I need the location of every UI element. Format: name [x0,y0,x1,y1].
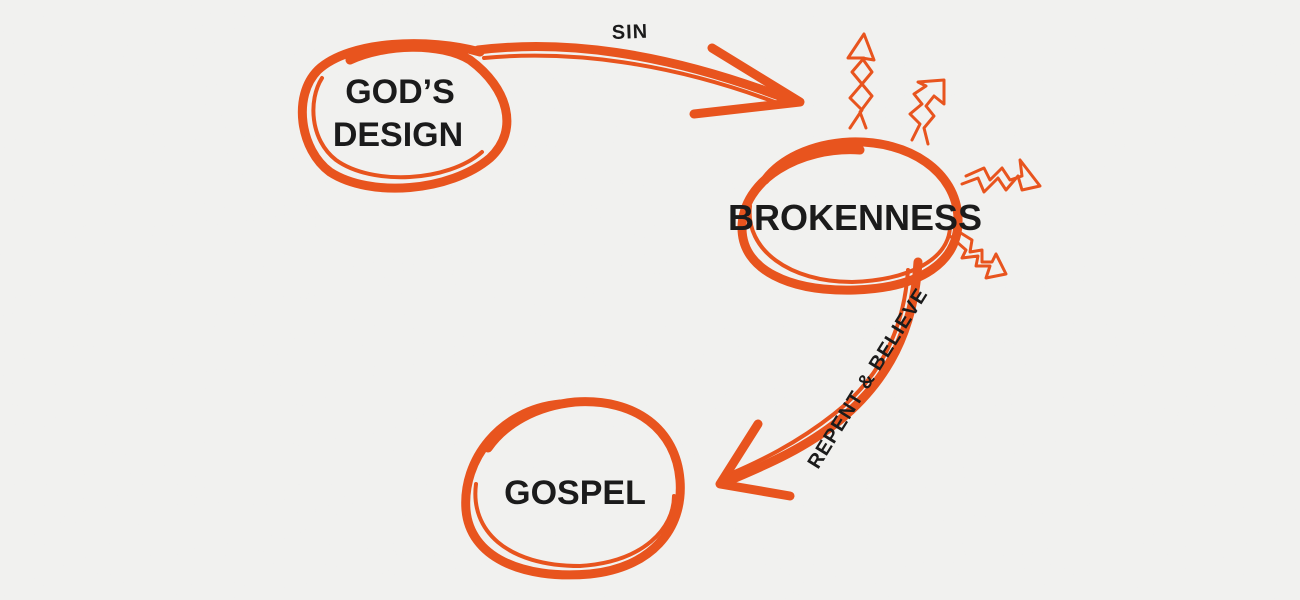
sin-arrow-shaft [473,42,795,105]
repent-arrow-head [715,419,795,501]
brokenness-ellipse-inner [747,204,952,284]
burst-arrow-4-icon [948,228,1008,280]
sin-arrow-head [689,43,805,119]
gospel-label: GOSPEL [504,474,646,512]
brokenness-label: BROKENNESS [728,197,982,238]
sin-label: SIN [611,21,648,44]
gods-design-label-line2: DESIGN [333,116,463,154]
burst-arrow-2-icon [908,78,946,146]
node-gods-design: GOD’S DESIGN [297,39,512,193]
node-gospel: GOSPEL [461,397,685,580]
gods-design-label-line1: GOD’S [345,73,455,111]
gospel-ellipse [461,397,685,580]
repent-arrow-shaft-2 [728,268,910,476]
burst-arrow-3-icon [960,158,1042,194]
sin-arrow-shaft-2 [482,53,782,106]
gods-design-ellipse-inner [311,76,484,180]
gospel-ellipse-inner [473,482,676,568]
edge-sin: SIN [473,21,805,119]
repent-arrow-shaft [721,257,923,487]
gods-design-ellipse [297,39,512,193]
burst-arrow-1-icon [846,32,876,130]
burst-arrows [846,32,1042,280]
